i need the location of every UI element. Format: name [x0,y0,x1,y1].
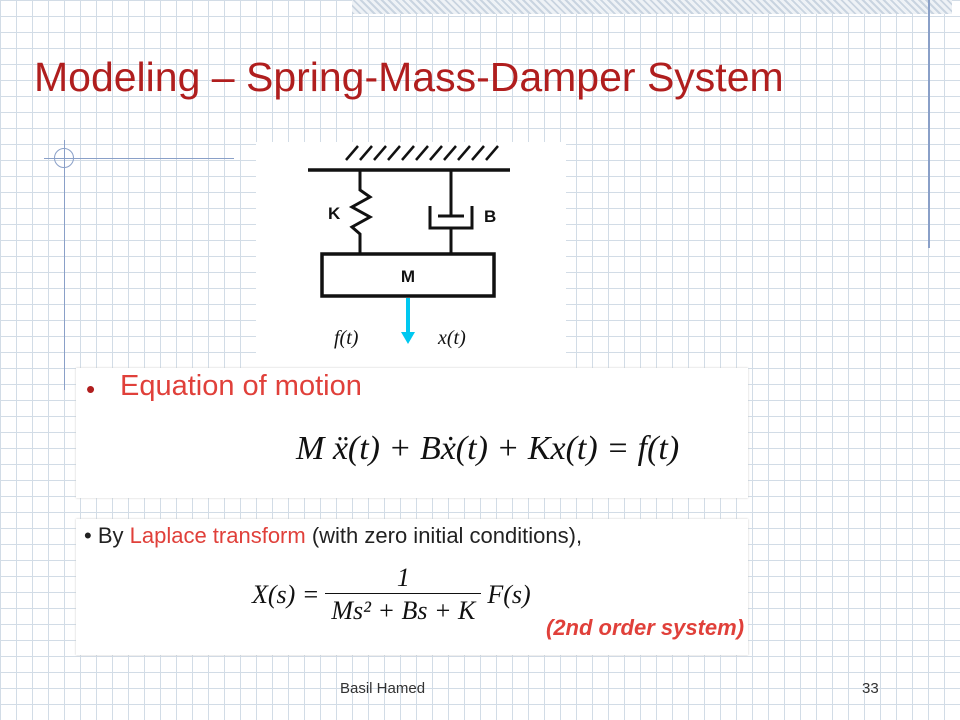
displacement-label: x(t) [437,327,466,349]
fraction-numerator: 1 [396,563,410,592]
spring [348,170,374,254]
right-vertical-rule [928,0,930,248]
header-hatch-decoration [352,0,952,14]
transfer-fraction: 1 Ms² + Bs + K [325,563,482,626]
laplace-highlight: Laplace transform [129,523,306,548]
laplace-panel: • By Laplace transform (with zero initia… [76,519,748,655]
system-schematic: K B M f(t) x(t) [308,145,510,349]
left-horizontal-rule [44,158,234,159]
laplace-text-after: (with zero initial conditions), [305,523,583,548]
mass-label: M [401,267,415,286]
damper-label: B [484,207,496,226]
system-order-note: (2nd order system) [546,615,745,640]
mass-block [320,252,496,298]
laplace-bullet: • [84,523,92,548]
force-arrow [401,298,415,344]
equation-heading: Equation of motion [120,370,362,402]
slide-title: Modeling – Spring-Mass-Damper System [34,54,784,100]
fraction-denominator: Ms² + Bs + K [325,593,482,626]
equation-of-motion-formula: M ẍ(t) + Bẋ(t) + Kx(t) = f(t) [296,430,680,467]
transfer-function: X(s) = 1 Ms² + Bs + K F(s) [252,563,531,626]
spring-label: K [328,204,341,223]
transfer-rhs: F(s) [487,579,531,609]
transfer-lhs: X(s) = [252,579,320,609]
ceiling-hatch [345,145,499,161]
bullet-marker: • [86,374,96,404]
corner-circle-decoration [54,148,74,168]
laplace-text-before: By [97,523,130,548]
laplace-statement: • By Laplace transform (with zero initia… [84,523,582,549]
damper [428,170,474,254]
page-number: 33 [862,680,879,697]
equation-of-motion-panel: • Equation of motion M ẍ(t) + Bẋ(t) + Kx… [76,368,748,498]
spring-mass-damper-diagram: K B M f(t) x(t) [256,142,566,368]
footer-author: Basil Hamed [340,680,426,697]
left-vertical-rule [64,140,65,390]
force-label: f(t) [334,327,359,349]
